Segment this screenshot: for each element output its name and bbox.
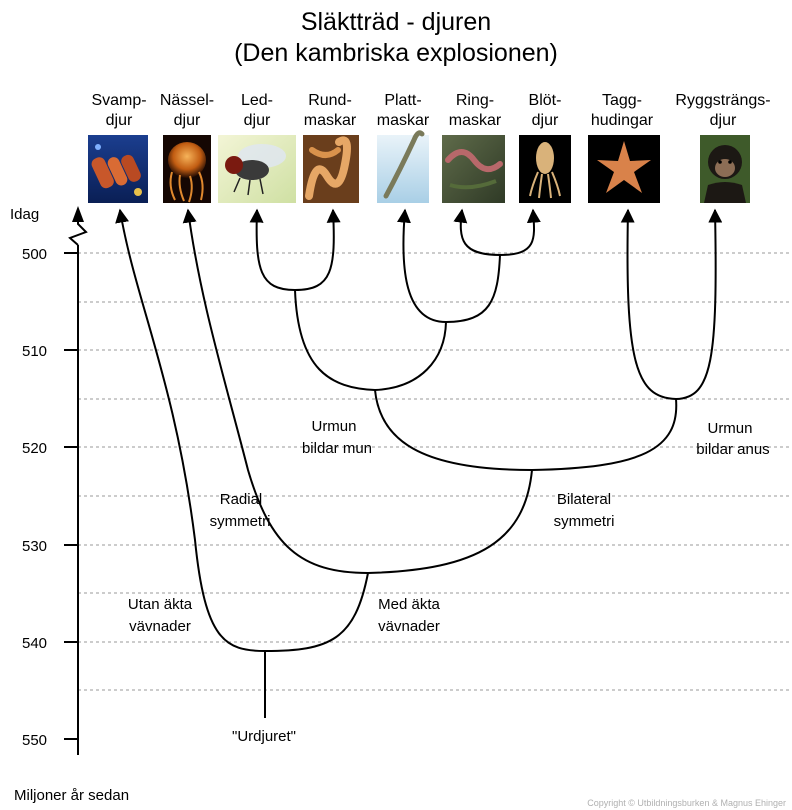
group-label-tagghudingar: Tagg- hudingar	[591, 92, 654, 129]
group-label-line-2: djur	[532, 112, 559, 129]
branch-bilateral	[367, 469, 533, 574]
jellyfish-photo	[163, 135, 211, 203]
flatworm-photo	[377, 130, 429, 203]
axis-tick-label: 550	[22, 732, 47, 749]
grid-lines	[78, 252, 790, 691]
branch-roundworms	[294, 208, 341, 291]
group-label-nasseldjur: Nässel- djur	[160, 92, 214, 129]
group-label-ringmaskar: Ring- maskar	[449, 92, 502, 129]
branch-annelid-mollusc	[445, 254, 501, 323]
root-label: "Urdjuret"	[232, 728, 296, 745]
branch-ecdysozoa	[294, 289, 376, 391]
group-label-line-2: djur	[710, 112, 737, 129]
squid-photo	[519, 135, 571, 203]
group-label-leddjur: Led- djur	[241, 92, 273, 129]
branch-flatworms	[396, 208, 447, 323]
annotation-med-line-2: vävnader	[378, 618, 440, 635]
time-axis	[64, 206, 88, 755]
annotation-med-line-1: Med äkta	[378, 596, 440, 613]
axis-unit-label: Miljoner år sedan	[14, 787, 129, 804]
sponge-photo	[88, 135, 148, 203]
group-label-rundmaskar: Rund- maskar	[304, 92, 357, 129]
group-label-line-1: Ring-	[456, 92, 494, 109]
branch-molluscs	[499, 208, 541, 256]
group-label-line-2: djur	[244, 112, 271, 129]
axis-top-label: Idag	[10, 206, 39, 223]
chimpanzee-photo	[700, 135, 750, 203]
earthworm-photo	[442, 135, 505, 203]
branch-annelids	[453, 208, 501, 256]
group-label-line-2: maskar	[304, 112, 357, 129]
group-label-line-1: Platt-	[384, 92, 421, 109]
axis-tick-label: 510	[22, 343, 47, 360]
group-label-blotdjur: Blöt- djur	[529, 92, 562, 129]
annotation-urmun-anus-line-2: bildar anus	[696, 441, 769, 458]
branch-echinoderms	[620, 208, 677, 400]
group-label-ryggstrangsdjur: Ryggsträngs- djur	[675, 92, 770, 129]
group-label-line-2: maskar	[377, 112, 430, 129]
axis-tick-label: 500	[22, 246, 47, 263]
group-label-line-1: Nässel-	[160, 92, 214, 109]
annotation-radial-line-2: symmetri	[210, 513, 271, 530]
annotation-utan-line-1: Utan äkta	[128, 596, 193, 613]
title-line-1: Släktträd - djuren	[301, 8, 491, 36]
annotation-bilateral-line-2: symmetri	[554, 513, 615, 530]
branch-lophotrochozoa	[374, 321, 447, 391]
group-label-line-1: Ryggsträngs-	[675, 92, 770, 109]
axis-tick-label: 540	[22, 635, 47, 652]
group-label-line-2: hudingar	[591, 112, 654, 129]
annotation-urmun-anus-line-1: Urmun	[707, 420, 752, 437]
group-label-line-1: Led-	[241, 92, 273, 109]
starfish-photo	[588, 135, 660, 203]
group-label-line-1: Svamp-	[91, 92, 146, 109]
annotation-radial-line-1: Radial	[220, 491, 263, 508]
branch-deuterostomes	[531, 398, 678, 471]
branch-cnidarians	[182, 208, 369, 574]
branch-true-tissues	[264, 572, 369, 652]
branch-sponges	[115, 208, 266, 652]
branch-chordates	[675, 208, 723, 400]
fly-photo	[218, 135, 296, 203]
axis-tick-label: 520	[22, 440, 47, 457]
group-label-line-1: Blöt-	[529, 92, 562, 109]
group-label-svampdjur: Svamp- djur	[91, 92, 146, 129]
annotation-urmun-mun-line-2: bildar mun	[302, 440, 372, 457]
axis-tick-label: 530	[22, 538, 47, 555]
group-label-line-1: Tagg-	[602, 92, 642, 109]
copyright-text: Copyright © Utbildningsburken & Magnus E…	[587, 798, 786, 808]
group-label-line-2: djur	[106, 112, 133, 129]
roundworm-photo	[303, 135, 359, 203]
group-label-line-1: Rund-	[308, 92, 352, 109]
annotation-utan-line-2: vävnader	[129, 618, 191, 635]
group-label-line-2: djur	[174, 112, 201, 129]
group-label-line-2: maskar	[449, 112, 502, 129]
branch-arthropods	[249, 208, 296, 291]
annotation-urmun-mun-line-1: Urmun	[311, 418, 356, 435]
group-label-plattmaskar: Platt- maskar	[377, 92, 430, 129]
annotation-bilateral-line-1: Bilateral	[557, 491, 611, 508]
tree-branches	[115, 208, 723, 718]
branch-protostomes	[374, 389, 533, 471]
title-line-2: (Den kambriska explosionen)	[234, 39, 558, 67]
